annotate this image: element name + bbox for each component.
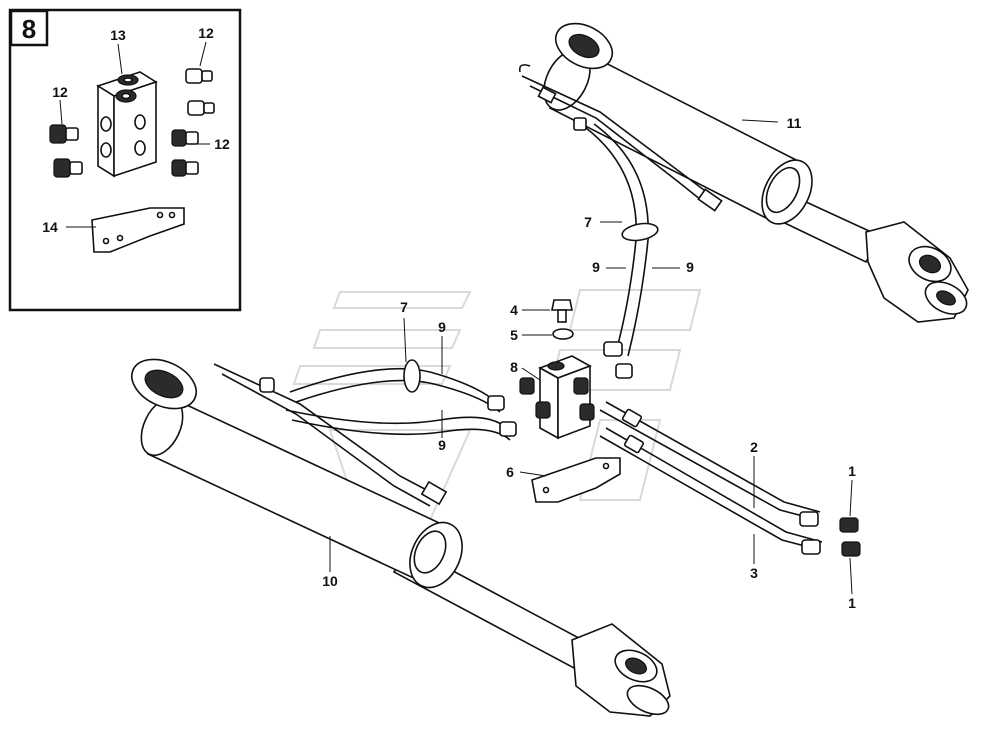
hoses-2-3: [599, 401, 861, 557]
section-number: 8: [22, 14, 36, 44]
callout-12-top: 12: [198, 25, 214, 41]
callout-8: 8: [510, 359, 518, 375]
callout-2: 2: [750, 439, 758, 455]
inset-bracket: [91, 207, 185, 253]
callout-14: 14: [42, 219, 58, 235]
bracket-6: [531, 457, 621, 503]
callout-1-upper: 1: [848, 463, 856, 479]
callout-9-upper-right: 9: [686, 259, 694, 275]
callout-7-upper: 7: [584, 214, 592, 230]
section-badge: [9, 9, 49, 47]
callout-3: 3: [750, 565, 758, 581]
callout-9-upper-left: 9: [592, 259, 600, 275]
inset-valve-block: [96, 71, 158, 178]
callout-13: 13: [110, 27, 126, 43]
callout-11: 11: [787, 115, 802, 131]
hydraulic-cylinder-10: [131, 358, 671, 717]
callout-12-right: 12: [214, 136, 230, 152]
callout-9-mid: 9: [438, 319, 446, 335]
inset-fittings: [49, 68, 215, 178]
inset-panel: 8: [8, 8, 242, 312]
hose-pair-9-lower: [285, 359, 517, 441]
callout-6: 6: [506, 464, 514, 480]
callout-12-left: 12: [52, 84, 68, 100]
bolt-4: [551, 299, 573, 323]
callout-4: 4: [510, 302, 518, 318]
callout-9-lower: 9: [438, 437, 446, 453]
hose-pair-9-upper: [585, 123, 659, 379]
callout-10: 10: [322, 573, 338, 589]
callout-7-lower: 7: [400, 299, 408, 315]
hydraulic-cylinder-11: [518, 22, 969, 323]
callout-5: 5: [510, 327, 518, 343]
callout-leaders: [329, 119, 853, 595]
valve-block-8: [519, 355, 595, 440]
callout-1-lower: 1: [848, 595, 856, 611]
washer-5: [552, 328, 574, 340]
